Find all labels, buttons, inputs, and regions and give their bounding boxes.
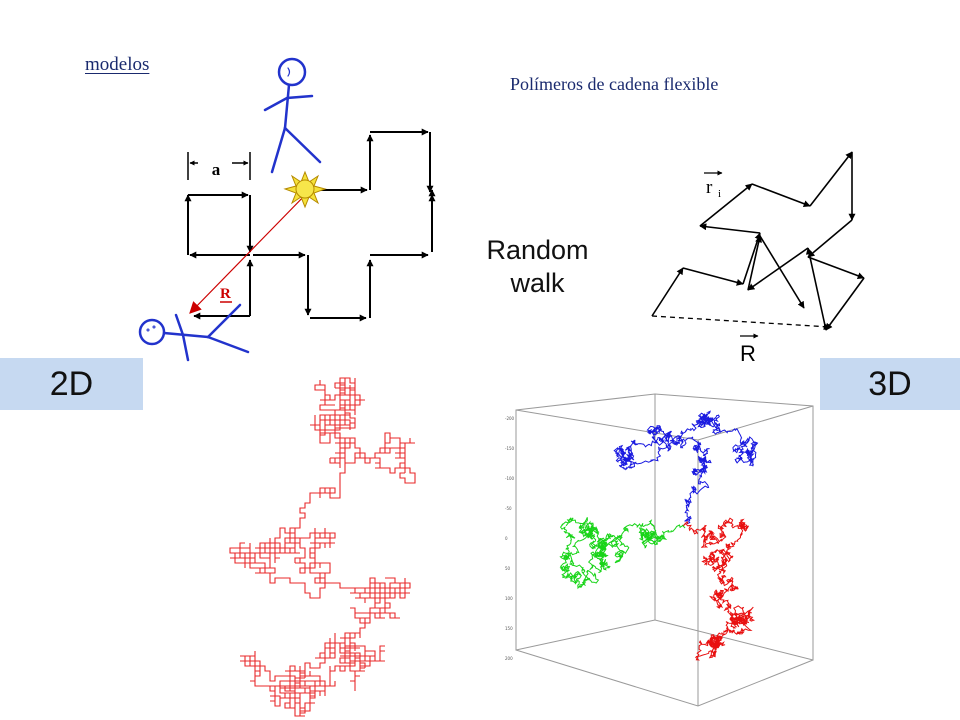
plot-3d-tick-label: -200: [505, 416, 515, 421]
random-walk-label: Random walk: [470, 234, 605, 300]
bond-vector-subscript: i: [718, 188, 721, 200]
walk-3d-traces: [559, 410, 759, 661]
plot-3d-tick-label: 100: [505, 596, 513, 601]
label-3d: 3D: [868, 364, 912, 403]
plot-3d-tick-label: -100: [505, 476, 515, 481]
modelos-heading: modelos: [85, 54, 150, 75]
end-to-end-dashed-vector: [651, 315, 831, 331]
random-walk-line-2: walk: [510, 268, 565, 298]
label-3d-box: 3D: [820, 358, 960, 410]
end-to-end-label-3d: R: [740, 341, 756, 366]
end-to-end-label: R: [220, 286, 231, 302]
sun-icon: [283, 170, 327, 209]
spacing-indicator: [187, 152, 251, 180]
stick-figure-icon: [263, 57, 322, 174]
label-2d: 2D: [49, 364, 94, 403]
walk-3d-green-trace: [559, 517, 686, 590]
lattice-walk-path: [184, 128, 436, 322]
label-2d-box: 2D: [0, 358, 143, 410]
random-walk-line-1: Random: [486, 235, 589, 265]
walk-2d-plot: [229, 377, 416, 717]
spacing-label: a: [212, 160, 221, 179]
lattice-walk-diagram: a R: [138, 57, 436, 362]
plot-3d-tick-label: 0: [505, 536, 508, 541]
walk-3d-red-trace: [682, 517, 756, 661]
plot-3d-box: [515, 393, 814, 707]
end-to-end-vector: [189, 187, 313, 314]
plot-3d-tick-label: 50: [505, 566, 511, 571]
lying-figure-icon: [138, 303, 250, 362]
plot-3d-tick-label: 200: [505, 656, 513, 661]
plot-3d-ticks: -200 -150 -100 -50 0 50 100 150 200: [505, 416, 515, 661]
walk-2d-trace: [229, 377, 416, 717]
bond-vector-label: r: [706, 177, 713, 198]
walk-3d-plot: -200 -150 -100 -50 0 50 100 150 200: [505, 393, 814, 707]
plot-3d-tick-label: 150: [505, 626, 513, 631]
plot-3d-tick-label: -50: [505, 506, 512, 511]
vector-walk-diagram: r i R: [651, 151, 865, 366]
walk-3d-blue-trace: [613, 410, 759, 525]
polymer-title: Polímeros de cadena flexible: [510, 74, 719, 94]
plot-3d-tick-label: -150: [505, 446, 515, 451]
vector-walk-path: [651, 151, 865, 331]
